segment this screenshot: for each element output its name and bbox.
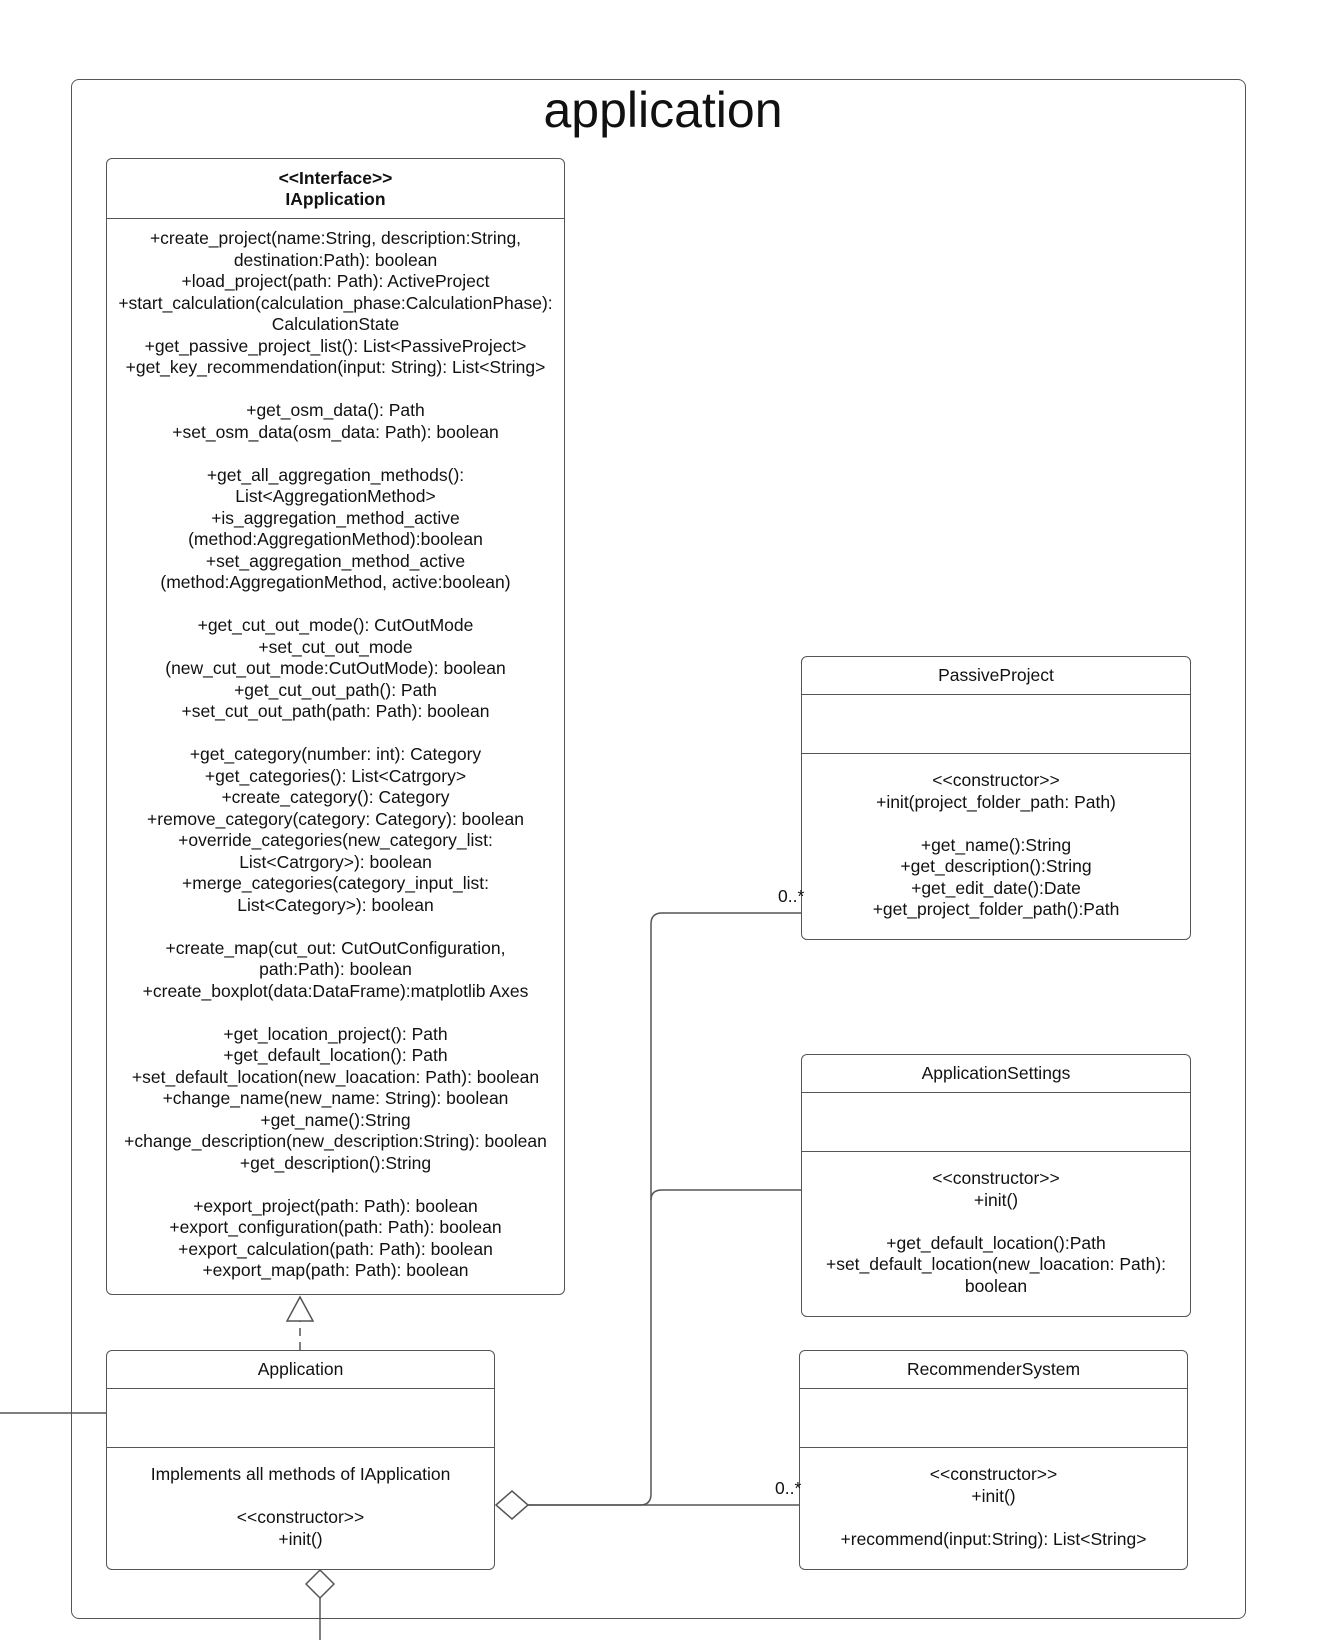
package-frame: [71, 79, 1246, 1619]
methods-compartment: <<constructor>>+init() +recommend(input:S…: [800, 1448, 1187, 1569]
package-title: application: [543, 82, 783, 138]
method-line: +get_categories(): List<Catrgory>: [204, 765, 467, 786]
method-line: +export_project(path: Path): boolean: [193, 1195, 478, 1216]
method-line: +start_calculation(calculation_phase:Cal…: [118, 292, 553, 313]
method-line: destination:Path): boolean: [233, 249, 438, 270]
method-line: +init(): [278, 1528, 323, 1549]
realization-arrowhead: [285, 1295, 315, 1322]
class-name: RecommenderSystem: [906, 1359, 1081, 1379]
attributes-compartment: [802, 695, 1190, 754]
method-line: List<AggregationMethod>: [235, 486, 436, 506]
method-line: +create_project(name:String, description…: [149, 228, 522, 248]
method-line: <<constructor>>: [236, 1507, 365, 1527]
multiplicity-recommender-system: 0..*: [775, 1478, 802, 1498]
method-line: +get_passive_project_list(): List<Passiv…: [144, 335, 527, 356]
class-name: Application: [257, 1359, 344, 1379]
methods-compartment: <<constructor>>+init(project_folder_path…: [802, 754, 1190, 939]
method-line: +get_category(number: int): Category: [189, 744, 482, 764]
method-line: +get_osm_data(): Path: [246, 400, 425, 420]
method-line: +get_cut_out_path(): Path: [234, 679, 437, 700]
method-line: +set_default_location(new_loacation: Pat…: [825, 1254, 1167, 1274]
attributes-compartment: [802, 1093, 1190, 1152]
method-line: +export_calculation(path: Path): boolean: [178, 1238, 493, 1259]
class-iapplication[interactable]: <<Interface>> IApplication +create_proje…: [106, 158, 565, 1295]
methods-compartment: +create_project(name:String, description…: [107, 219, 564, 1294]
method-line: boolean: [964, 1275, 1028, 1296]
class-application[interactable]: Application Implements all methods of IA…: [106, 1350, 495, 1570]
method-line: +get_default_location():Path: [886, 1232, 1106, 1253]
method-line: +export_map(path: Path): boolean: [202, 1260, 469, 1280]
association-passive-project: [528, 912, 801, 1506]
methods-compartment: <<constructor>>+init() +get_default_locat…: [802, 1152, 1190, 1316]
method-line: +get_all_aggregation_methods():: [206, 464, 465, 485]
method-line: +get_project_folder_path():Path: [872, 899, 1120, 919]
association-application-settings: [650, 1189, 801, 1201]
method-line: +get_edit_date():Date: [911, 877, 1081, 898]
attributes-compartment: [107, 1389, 494, 1448]
method-line: +change_description(new_description:Stri…: [124, 1131, 547, 1151]
method-line: +get_default_location(): Path: [223, 1045, 448, 1065]
method-line: +init(project_folder_path: Path): [876, 791, 1116, 812]
class-name: IApplication: [285, 188, 386, 209]
method-line: (method:AggregationMethod):boolean: [188, 529, 483, 549]
method-line: +get_description():String: [239, 1152, 432, 1173]
class-name: ApplicationSettings: [921, 1063, 1071, 1083]
method-line: +init(): [971, 1485, 1016, 1506]
class-name: PassiveProject: [938, 665, 1054, 685]
method-line: <<constructor>>: [932, 770, 1060, 790]
method-line: <<constructor>>: [929, 1464, 1058, 1484]
class-header: RecommenderSystem: [800, 1351, 1187, 1389]
method-line: +is_aggregation_method_active: [211, 507, 460, 528]
method-line: +set_osm_data(osm_data: Path): boolean: [172, 421, 499, 442]
method-line: +load_project(path: Path): ActiveProject: [181, 271, 490, 291]
method-line: +change_name(new_name: String): boolean: [162, 1088, 509, 1108]
method-line: List<Category>): boolean: [237, 894, 434, 915]
method-line: +create_map(cut_out: CutOutConfiguration…: [165, 937, 506, 958]
method-line: +merge_categories(category_input_list:: [182, 873, 489, 893]
method-line: +get_cut_out_mode(): CutOutMode: [197, 615, 474, 635]
class-application-settings[interactable]: ApplicationSettings <<constructor>>+init…: [801, 1054, 1191, 1317]
method-line: +set_aggregation_method_active: [205, 550, 466, 571]
aggregation-diamond-bottom: [304, 1568, 336, 1600]
method-line: <<constructor>>: [932, 1168, 1060, 1188]
method-line: Implements all methods of IApplication: [150, 1464, 451, 1484]
method-line: +recommend(input:String): List<String>: [840, 1528, 1147, 1549]
method-line: +init(): [973, 1189, 1019, 1210]
methods-compartment: Implements all methods of IApplication <<…: [107, 1448, 494, 1569]
method-line: +get_location_project(): Path: [223, 1023, 448, 1044]
method-line: List<Catrgory>): boolean: [239, 851, 432, 872]
method-line: (new_cut_out_mode:CutOutMode): boolean: [165, 658, 506, 678]
method-line: path:Path): boolean: [259, 959, 412, 979]
method-line: +create_boxplot(data:DataFrame):matplotl…: [142, 980, 529, 1001]
method-line: +export_configuration(path: Path): boole…: [169, 1217, 502, 1237]
aggregation-diamond-right: [494, 1490, 530, 1520]
attributes-compartment: [800, 1389, 1187, 1448]
method-line: +set_cut_out_mode: [258, 636, 413, 657]
interface-stereotype: <<Interface>>: [278, 167, 393, 188]
class-header: <<Interface>> IApplication: [107, 159, 564, 219]
multiplicity-passive-project: 0..*: [778, 886, 805, 906]
class-recommender-system[interactable]: RecommenderSystem <<constructor>>+init()…: [799, 1350, 1188, 1570]
class-header: Application: [107, 1351, 494, 1389]
method-line: +get_key_recommendation(input: String): …: [125, 357, 546, 377]
method-line: +set_cut_out_path(path: Path): boolean: [181, 701, 490, 721]
method-line: +create_category(): Category: [221, 787, 450, 807]
method-line: (method:AggregationMethod, active:boolea…: [160, 572, 511, 592]
method-line: +override_categories(new_category_list:: [178, 830, 493, 850]
method-line: +get_name():String: [260, 1109, 411, 1130]
class-header: ApplicationSettings: [802, 1055, 1190, 1093]
method-line: +get_name():String: [920, 834, 1072, 855]
class-header: PassiveProject: [802, 657, 1190, 695]
method-line: CalculationState: [271, 314, 400, 334]
class-passive-project[interactable]: PassiveProject <<constructor>>+init(proj…: [801, 656, 1191, 940]
method-line: +set_default_location(new_loacation: Pat…: [131, 1066, 540, 1087]
method-line: +get_description():String: [900, 856, 1092, 876]
method-line: +remove_category(category: Category): bo…: [147, 808, 524, 829]
